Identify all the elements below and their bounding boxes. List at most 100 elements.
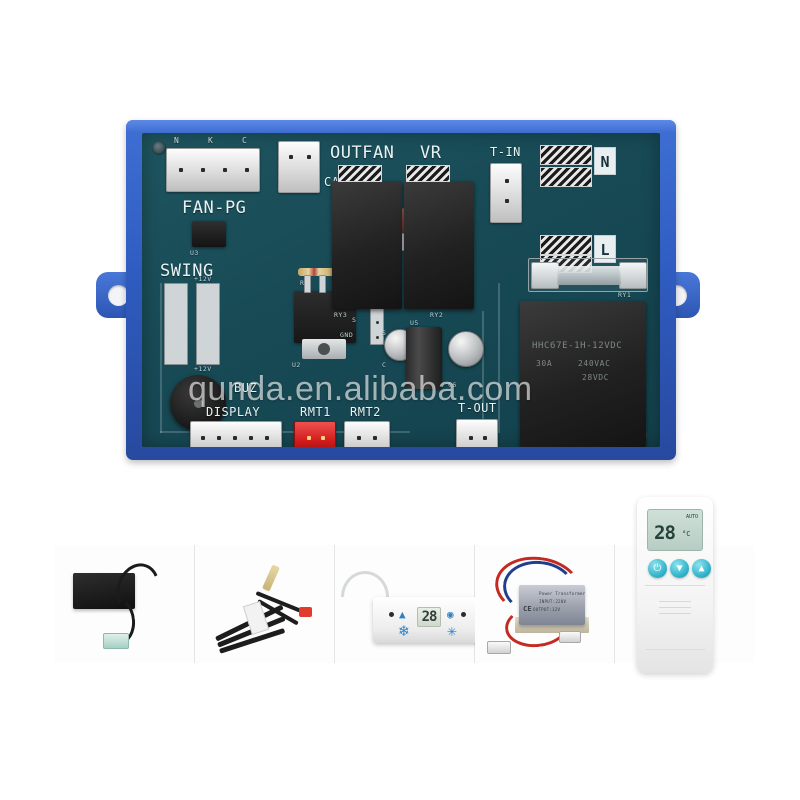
transformer-label-title: Power Transformer	[539, 591, 586, 596]
connector-rmt2[interactable]	[344, 421, 390, 447]
silk-pin-c2: C	[382, 361, 387, 369]
silk-pin-gnd: GND	[340, 331, 354, 339]
ce-mark-icon: CE	[523, 605, 532, 613]
terminal-label-l: L	[594, 235, 616, 263]
silk-designator-ry3: RY3	[334, 311, 348, 319]
fuse-clip	[531, 262, 559, 289]
silk-designator-c6: C6	[448, 381, 457, 389]
remote-battery-seam	[645, 649, 705, 650]
down-arrow-icon[interactable]: ▼	[670, 559, 689, 578]
terminal-vr[interactable]	[406, 165, 450, 182]
silk-label-swing: SWING	[160, 261, 214, 281]
thumbnail-wire-harness[interactable]	[195, 545, 335, 663]
relay-ac-rating: 240VAC	[578, 359, 611, 368]
connector-display[interactable]	[190, 421, 282, 447]
relay-ry3	[332, 181, 402, 309]
silk-designator-ry2: RY2	[430, 311, 444, 319]
remote-lcd-temperature: 28	[654, 522, 676, 544]
capacitor-c6	[448, 331, 484, 367]
receiver-plug	[103, 633, 129, 649]
transformer-label-output: OUTPUT:12V	[533, 607, 561, 612]
terminal-live[interactable]	[540, 235, 592, 255]
glass-fuse	[557, 266, 621, 285]
screw-hole-icon	[108, 285, 129, 306]
fuse-holder	[528, 258, 648, 292]
silk-label-rmt2: RMT2	[350, 405, 381, 419]
housing-top-edge	[126, 120, 676, 132]
silk-label-t-out: T-OUT	[458, 401, 497, 415]
harness-terminal-tan	[262, 564, 280, 592]
silk-label-rmt1: RMT1	[300, 405, 331, 419]
remote-vent-slit	[659, 601, 691, 602]
remote-lcd-screen: AUTO 28 °C	[647, 509, 703, 551]
receiver-module-body	[73, 573, 135, 609]
silk-label-fan-pg: FAN-PG	[182, 198, 247, 218]
connector-swing-b[interactable]	[196, 283, 220, 365]
thumbnail-transformer[interactable]: Power Transformer INPUT:220V OUTPUT:12V …	[475, 545, 615, 663]
pcb-trace	[498, 283, 500, 433]
relay-part-number: HHC67E-1H-12VDC	[532, 341, 623, 351]
transformer-connector	[487, 641, 511, 654]
connector-t-in[interactable]	[490, 163, 522, 223]
resistor-r3	[298, 268, 334, 276]
silk-label-outfan: OUTFAN	[330, 143, 395, 163]
ic-u3	[192, 221, 226, 247]
fan-icon: ✳	[447, 621, 457, 640]
silk-label-display: DISPLAY	[206, 405, 261, 419]
silk-designator-u5: U5	[410, 319, 419, 327]
pcb-trace	[160, 431, 410, 433]
relay-dc-rating: 28VDC	[582, 373, 610, 382]
silk-label-vr: VR	[420, 143, 442, 163]
terminal-neutral-2[interactable]	[540, 167, 592, 187]
remote-vent-slit	[659, 607, 691, 608]
up-arrow-icon[interactable]: ▲	[692, 559, 711, 578]
connector-cap[interactable]	[278, 141, 320, 193]
thumbnail-remote-control[interactable]: AUTO 28 °C ⏻ ▼ ▲	[615, 497, 755, 673]
power-icon: ◉	[447, 608, 454, 621]
transformer-body: Power Transformer INPUT:220V OUTPUT:12V …	[519, 585, 585, 625]
remote-lcd-mode: AUTO	[685, 514, 698, 520]
pcb-board: N K C FAN-PG CAP C1 J1 R3 U3 SWING +12V …	[142, 133, 660, 447]
regulator-pin	[319, 275, 326, 293]
display-led-indicator	[389, 612, 394, 617]
transformer-label-input: INPUT:220V	[539, 599, 567, 604]
remote-control-body: AUTO 28 °C ⏻ ▼ ▲	[637, 497, 713, 673]
silk-pin-s2: S	[382, 329, 387, 337]
silk-label-buz: BUZ	[234, 381, 258, 395]
pcb-screw-hole	[152, 141, 166, 155]
regulator-heat-tab	[302, 339, 346, 359]
transformer-connector	[559, 631, 581, 643]
snowflake-icon: ❄	[399, 621, 409, 640]
display-readout: 28	[417, 607, 441, 627]
pcb-trace	[482, 311, 484, 433]
remote-vent-slit	[659, 613, 691, 614]
silk-pin-s: S	[352, 316, 357, 324]
silk-fanpg-pin-k: K	[208, 136, 214, 145]
display-led-indicator	[461, 612, 466, 617]
connector-fan-pg[interactable]	[166, 148, 260, 192]
relay-current-rating: 30A	[536, 359, 553, 368]
signal-icon: ▲	[399, 608, 406, 621]
terminal-neutral[interactable]	[540, 145, 592, 165]
terminal-outfan[interactable]	[338, 165, 382, 182]
accessory-thumbnail-strip: ▲ 28 ◉ ❄ ✳ Power Transformer INPUT:220V …	[55, 497, 755, 675]
relay-ry2	[404, 181, 474, 309]
regulator-pin	[304, 275, 311, 293]
connector-rmt1[interactable]	[294, 421, 336, 447]
thumbnail-ir-receiver[interactable]	[55, 545, 195, 663]
harness-terminal-red	[299, 607, 312, 617]
power-icon[interactable]: ⏻	[648, 559, 667, 578]
silk-swing-12v-bottom: +12V	[194, 365, 212, 373]
connector-t-out[interactable]	[456, 419, 498, 447]
connector-swing-a[interactable]	[164, 283, 188, 365]
power-relay-ry1: HHC67E-1H-12VDC 30A 240VAC 28VDC	[520, 301, 646, 447]
remote-body-seam	[645, 585, 705, 586]
silk-designator-ry1: RY1	[618, 291, 632, 299]
display-ribbon-cable	[341, 571, 389, 597]
pcb-trace	[160, 283, 162, 433]
remote-lcd-unit: °C	[682, 530, 691, 538]
thumbnail-display-panel[interactable]: ▲ 28 ◉ ❄ ✳	[335, 545, 479, 663]
silk-fanpg-pin-n: N	[174, 136, 180, 145]
silk-swing-12v-top: +12V	[194, 275, 212, 283]
display-panel-body: ▲ 28 ◉ ❄ ✳	[373, 597, 479, 643]
